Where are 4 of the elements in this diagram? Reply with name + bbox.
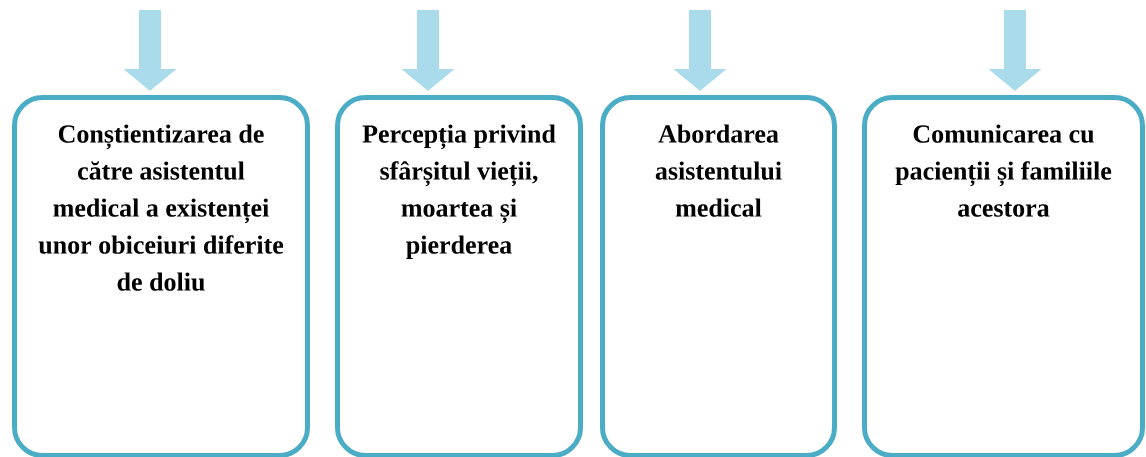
text-box: Percepția privind sfârșitul vieții, moartea și pierderea [335,95,583,457]
text-box: Conștientizarea de către asistentul medical a existenței unor obiceiuri diferite de doliu [12,95,310,457]
text-box: Abordarea asistentului medical [600,95,837,457]
text-box: Comunicarea cu pacienții și familiile acestora [862,95,1145,457]
